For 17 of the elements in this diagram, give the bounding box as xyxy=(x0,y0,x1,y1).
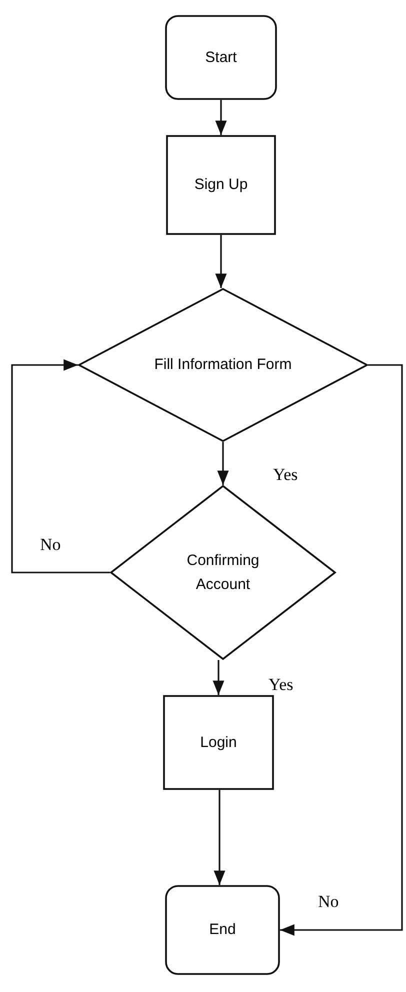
edge-label: Yes xyxy=(268,675,294,695)
edge-label: No xyxy=(40,534,61,554)
arrow xyxy=(280,364,403,936)
node-label: End xyxy=(209,920,236,940)
node-label: Login xyxy=(200,732,237,752)
edge-label: No xyxy=(318,892,339,912)
edge-label: Yes xyxy=(273,465,298,485)
node-label: Start xyxy=(205,48,237,68)
node-label: Sign Up xyxy=(194,175,248,195)
arrow xyxy=(214,790,226,885)
arrow xyxy=(217,442,229,485)
arrow xyxy=(215,235,227,288)
arrow xyxy=(215,100,227,135)
node-label: Fill Information Form xyxy=(154,355,292,375)
arrow xyxy=(11,359,110,574)
arrow xyxy=(212,660,224,695)
node-label: Confirming Account xyxy=(186,550,260,594)
